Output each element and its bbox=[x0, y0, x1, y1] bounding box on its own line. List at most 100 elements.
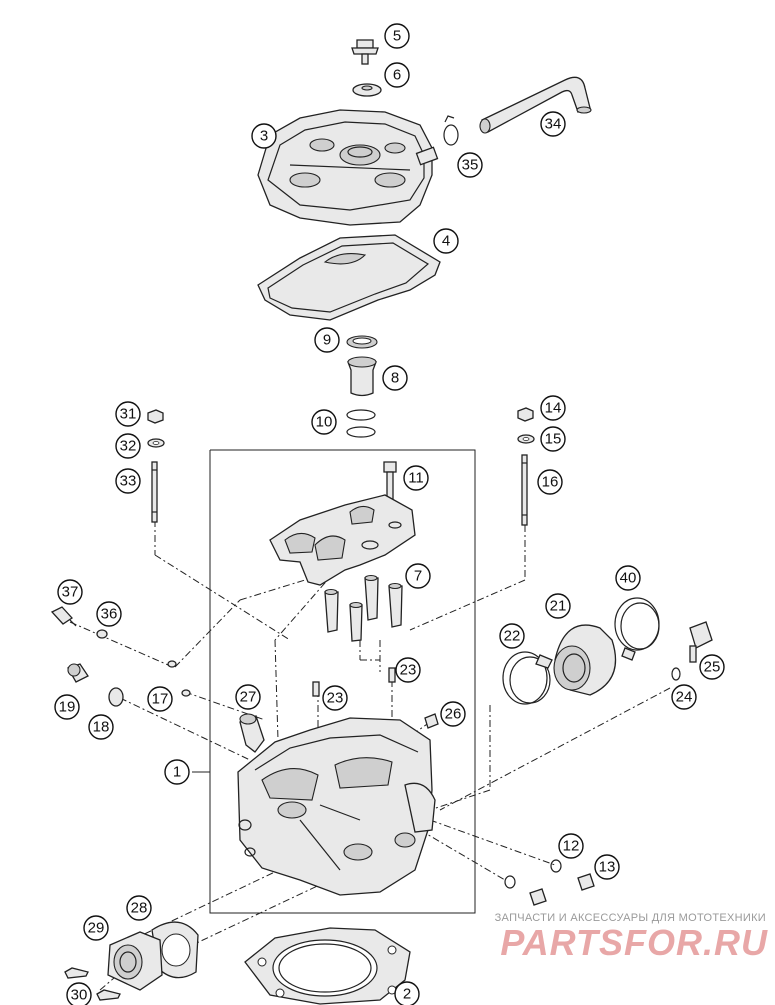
hose-clamp-22 bbox=[502, 651, 553, 705]
cover-gasket-4 bbox=[257, 234, 441, 321]
cylinder-head-1 bbox=[237, 717, 436, 896]
svg-text:34: 34 bbox=[545, 116, 562, 133]
svg-text:37: 37 bbox=[62, 584, 79, 601]
washer-15 bbox=[517, 434, 535, 444]
svg-text:6: 6 bbox=[393, 67, 401, 84]
callout-23-lower: 23 bbox=[322, 685, 348, 711]
callout-15: 15 bbox=[540, 426, 566, 452]
svg-text:15: 15 bbox=[545, 431, 562, 448]
callout-26: 26 bbox=[440, 701, 466, 727]
svg-text:30: 30 bbox=[71, 987, 88, 1004]
callout-10: 10 bbox=[311, 409, 337, 435]
dowel-23b bbox=[312, 681, 320, 697]
svg-text:21: 21 bbox=[550, 598, 567, 615]
nut-31 bbox=[147, 409, 164, 424]
breather-hose-34 bbox=[479, 76, 592, 134]
sensor-25 bbox=[689, 621, 713, 663]
svg-text:16: 16 bbox=[542, 474, 559, 491]
callout-14: 14 bbox=[540, 395, 566, 421]
plug-13 bbox=[529, 873, 595, 906]
svg-text:35: 35 bbox=[462, 157, 479, 174]
svg-text:4: 4 bbox=[442, 233, 450, 250]
callout-13: 13 bbox=[594, 854, 620, 880]
callout-34: 34 bbox=[540, 111, 566, 137]
callout-37: 37 bbox=[57, 579, 83, 605]
callout-labels: 1 2 3 4 5 6 7 8 9 10 11 12 13 14 15 16 1… bbox=[54, 23, 725, 1005]
sensor-37 bbox=[50, 606, 77, 627]
callout-16: 16 bbox=[537, 469, 563, 495]
callout-25: 25 bbox=[699, 654, 725, 680]
callout-5: 5 bbox=[384, 23, 410, 49]
svg-text:10: 10 bbox=[316, 414, 333, 431]
svg-text:17: 17 bbox=[152, 691, 169, 708]
fitting-17 bbox=[167, 660, 191, 697]
callout-36: 36 bbox=[96, 601, 122, 627]
svg-text:14: 14 bbox=[545, 400, 562, 417]
plug-19 bbox=[67, 663, 89, 683]
bolt-11 bbox=[383, 461, 397, 501]
svg-text:36: 36 bbox=[101, 606, 118, 623]
svg-text:22: 22 bbox=[504, 628, 521, 645]
svg-text:18: 18 bbox=[93, 719, 110, 736]
callout-3: 3 bbox=[251, 123, 277, 149]
svg-text:5: 5 bbox=[393, 28, 401, 45]
nut-14 bbox=[517, 407, 534, 422]
plug-26 bbox=[424, 713, 439, 729]
o-ring-24 bbox=[671, 667, 681, 681]
tube-27 bbox=[239, 713, 265, 753]
callout-9: 9 bbox=[314, 327, 340, 353]
svg-text:31: 31 bbox=[120, 406, 137, 423]
callout-8: 8 bbox=[382, 365, 408, 391]
callout-24: 24 bbox=[671, 684, 697, 710]
callout-1: 1 bbox=[164, 759, 190, 785]
callout-7: 7 bbox=[405, 563, 431, 589]
callout-32: 32 bbox=[115, 433, 141, 459]
callout-27: 27 bbox=[235, 684, 261, 710]
svg-text:1: 1 bbox=[173, 764, 181, 781]
callout-11: 11 bbox=[403, 465, 429, 491]
callout-12: 12 bbox=[558, 833, 584, 859]
watermark-tagline: ЗАПЧАСТИ И АКСЕССУАРЫ ДЛЯ МОТОТЕХНИКИ bbox=[494, 912, 766, 924]
svg-text:27: 27 bbox=[240, 689, 257, 706]
svg-text:13: 13 bbox=[599, 859, 616, 876]
svg-text:3: 3 bbox=[260, 128, 268, 145]
valve-guides-7 bbox=[324, 574, 403, 642]
callout-35: 35 bbox=[457, 152, 483, 178]
callout-40: 40 bbox=[615, 565, 641, 591]
svg-text:2: 2 bbox=[403, 986, 411, 1003]
callout-4: 4 bbox=[433, 228, 459, 254]
hose-clamp-35 bbox=[443, 115, 459, 146]
callout-18: 18 bbox=[88, 714, 114, 740]
svg-text:24: 24 bbox=[676, 689, 693, 706]
valve-cover-3 bbox=[257, 109, 439, 226]
spark-plug-tube-8 bbox=[347, 356, 377, 397]
washer-32 bbox=[147, 438, 165, 448]
seal-12 bbox=[504, 859, 562, 889]
svg-text:8: 8 bbox=[391, 370, 399, 387]
svg-text:32: 32 bbox=[120, 438, 137, 455]
watermark-logo: PARTSFOR.RU bbox=[500, 922, 768, 963]
svg-text:9: 9 bbox=[323, 332, 331, 349]
callout-23-upper: 23 bbox=[395, 657, 421, 683]
callout-21: 21 bbox=[545, 593, 571, 619]
svg-text:33: 33 bbox=[120, 473, 137, 490]
intake-boot-21 bbox=[553, 624, 617, 696]
svg-text:29: 29 bbox=[88, 920, 105, 937]
svg-text:25: 25 bbox=[704, 659, 721, 676]
callout-31: 31 bbox=[115, 401, 141, 427]
callout-22: 22 bbox=[499, 623, 525, 649]
grommet-6 bbox=[352, 83, 382, 97]
callout-29: 29 bbox=[83, 915, 109, 941]
svg-text:28: 28 bbox=[131, 900, 148, 917]
svg-text:26: 26 bbox=[445, 706, 462, 723]
callout-17: 17 bbox=[147, 686, 173, 712]
o-rings-10 bbox=[346, 409, 376, 438]
seal-18 bbox=[108, 687, 124, 707]
svg-text:19: 19 bbox=[59, 699, 76, 716]
stud-16 bbox=[521, 454, 528, 526]
stud-33 bbox=[151, 461, 158, 523]
seal-ring-9 bbox=[346, 335, 378, 349]
callout-28: 28 bbox=[126, 895, 152, 921]
svg-text:23: 23 bbox=[400, 662, 417, 679]
svg-text:7: 7 bbox=[414, 568, 422, 585]
